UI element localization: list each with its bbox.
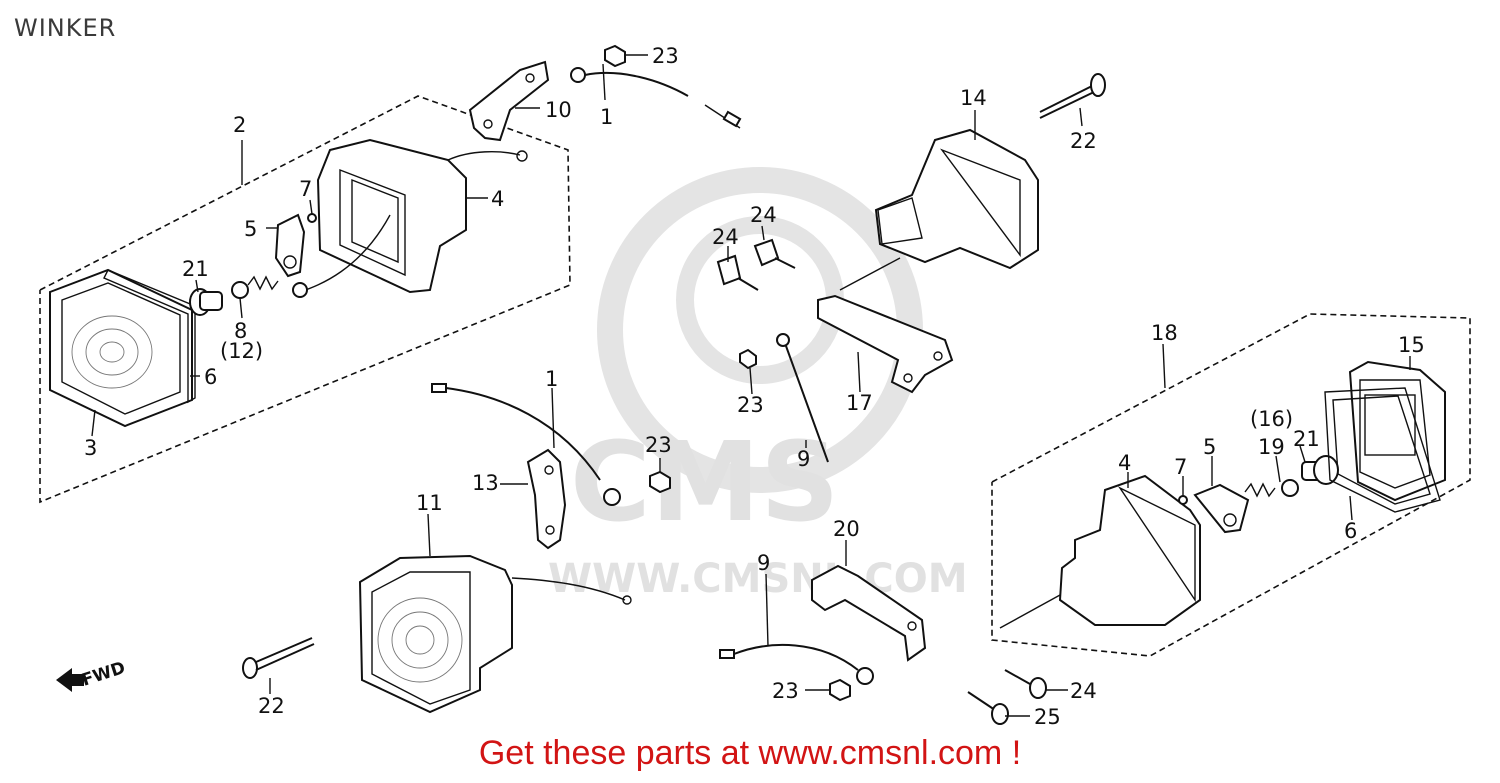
- page-title: WINKER: [14, 14, 117, 42]
- part-label-4: 4: [491, 187, 504, 211]
- part-label-23: 23: [737, 393, 764, 417]
- winker-lens-right: [1348, 360, 1446, 502]
- bolt-22-top: [1039, 73, 1106, 119]
- fwd-label: FWD: [79, 658, 127, 691]
- bulb-left: [189, 288, 223, 316]
- right-assembly-outline: [991, 313, 1471, 657]
- cmsnl-watermark: CMS WWW.CMSNL.COM: [548, 167, 968, 602]
- spring-left: [231, 275, 279, 299]
- part-label-11: 11: [416, 491, 443, 515]
- bolt-24-upper: [753, 238, 796, 269]
- part-label-3: 3: [84, 436, 97, 460]
- part-label-24: 24: [712, 225, 739, 249]
- bolt-24-lower: [716, 254, 759, 291]
- buy-parts-banner[interactable]: Get these parts at www.cmsnl.com !: [478, 734, 1022, 772]
- part-label-6: 6: [1344, 519, 1357, 543]
- part-label-7: 7: [299, 177, 312, 201]
- part-label-23: 23: [645, 433, 672, 457]
- part-label-21: 21: [1293, 427, 1320, 451]
- bolt-24-bottom: [1004, 669, 1047, 699]
- part-label-5: 5: [244, 217, 257, 241]
- nut-23-bottom: [829, 678, 851, 702]
- winker-case-left: [316, 138, 528, 294]
- part-label-9: 9: [797, 447, 810, 471]
- part-label-15: 15: [1398, 333, 1425, 357]
- part-label-19: 19: [1258, 435, 1285, 459]
- watermark-url: WWW.CMSNL.COM: [548, 556, 968, 602]
- nut-23-middle: [739, 348, 757, 370]
- part-label-10: 10: [545, 98, 572, 122]
- bulb-right: [1301, 455, 1339, 485]
- part-label-22: 22: [258, 694, 285, 718]
- screw-right: [1178, 495, 1188, 505]
- part-label-12: (12): [220, 339, 263, 363]
- part-label-4: 4: [1118, 451, 1131, 475]
- part-label-22: 22: [1070, 129, 1097, 153]
- winker-assembly-11: [358, 554, 632, 714]
- nut-23-top: [604, 44, 626, 68]
- part-label-24: 24: [750, 203, 777, 227]
- bulb-socket-left: [292, 214, 391, 298]
- stay-bracket-20: [811, 564, 927, 662]
- part-label-16: (16): [1250, 407, 1293, 431]
- part-label-21: 21: [182, 257, 209, 281]
- left-assembly-outline: [39, 95, 571, 504]
- bolt-22-bottom: [242, 637, 315, 679]
- part-number-labels: 23 10 1 2 4 7 5 21 8 (12) 6 3 14 22 24 2…: [84, 44, 1425, 729]
- leader-lines: [91, 54, 1411, 717]
- part-label-20: 20: [833, 517, 860, 541]
- stay-bracket-13: [526, 448, 567, 550]
- ground-wire-9-middle: [776, 333, 829, 463]
- part-label-5: 5: [1203, 435, 1216, 459]
- socket-plate-left: [274, 213, 306, 278]
- watermark-brand: CMS: [570, 418, 839, 546]
- wire-harness-lower: [431, 383, 621, 506]
- part-label-9: 9: [757, 551, 770, 575]
- part-label-8: 8: [234, 319, 247, 343]
- winker-lens-left: [49, 268, 193, 428]
- part-label-23: 23: [772, 679, 799, 703]
- gasket-right: [1324, 387, 1441, 513]
- winker-assembly-14: [839, 128, 1039, 291]
- winker-case-right: [999, 474, 1201, 629]
- part-label-13: 13: [472, 471, 499, 495]
- ground-wire-9-lower: [719, 643, 874, 685]
- part-label-18: 18: [1151, 321, 1178, 345]
- part-label-1: 1: [545, 367, 558, 391]
- part-label-24: 24: [1070, 679, 1097, 703]
- wire-harness-top: [570, 67, 742, 129]
- socket-plate-right: [1193, 483, 1250, 534]
- part-label-1: 1: [600, 105, 613, 129]
- part-label-23: 23: [652, 44, 679, 68]
- spring-right: [1244, 479, 1299, 498]
- screw-left: [307, 213, 317, 223]
- stay-bracket-10: [468, 60, 550, 142]
- stay-bracket-17: [817, 294, 954, 394]
- forward-direction-marker: FWD: [56, 658, 128, 692]
- part-label-17: 17: [846, 391, 873, 415]
- part-label-25: 25: [1034, 705, 1061, 729]
- part-label-2: 2: [233, 113, 246, 137]
- bolt-25-bottom: [967, 691, 1009, 725]
- part-label-7: 7: [1174, 455, 1187, 479]
- part-label-14: 14: [960, 86, 987, 110]
- part-label-6: 6: [204, 365, 217, 389]
